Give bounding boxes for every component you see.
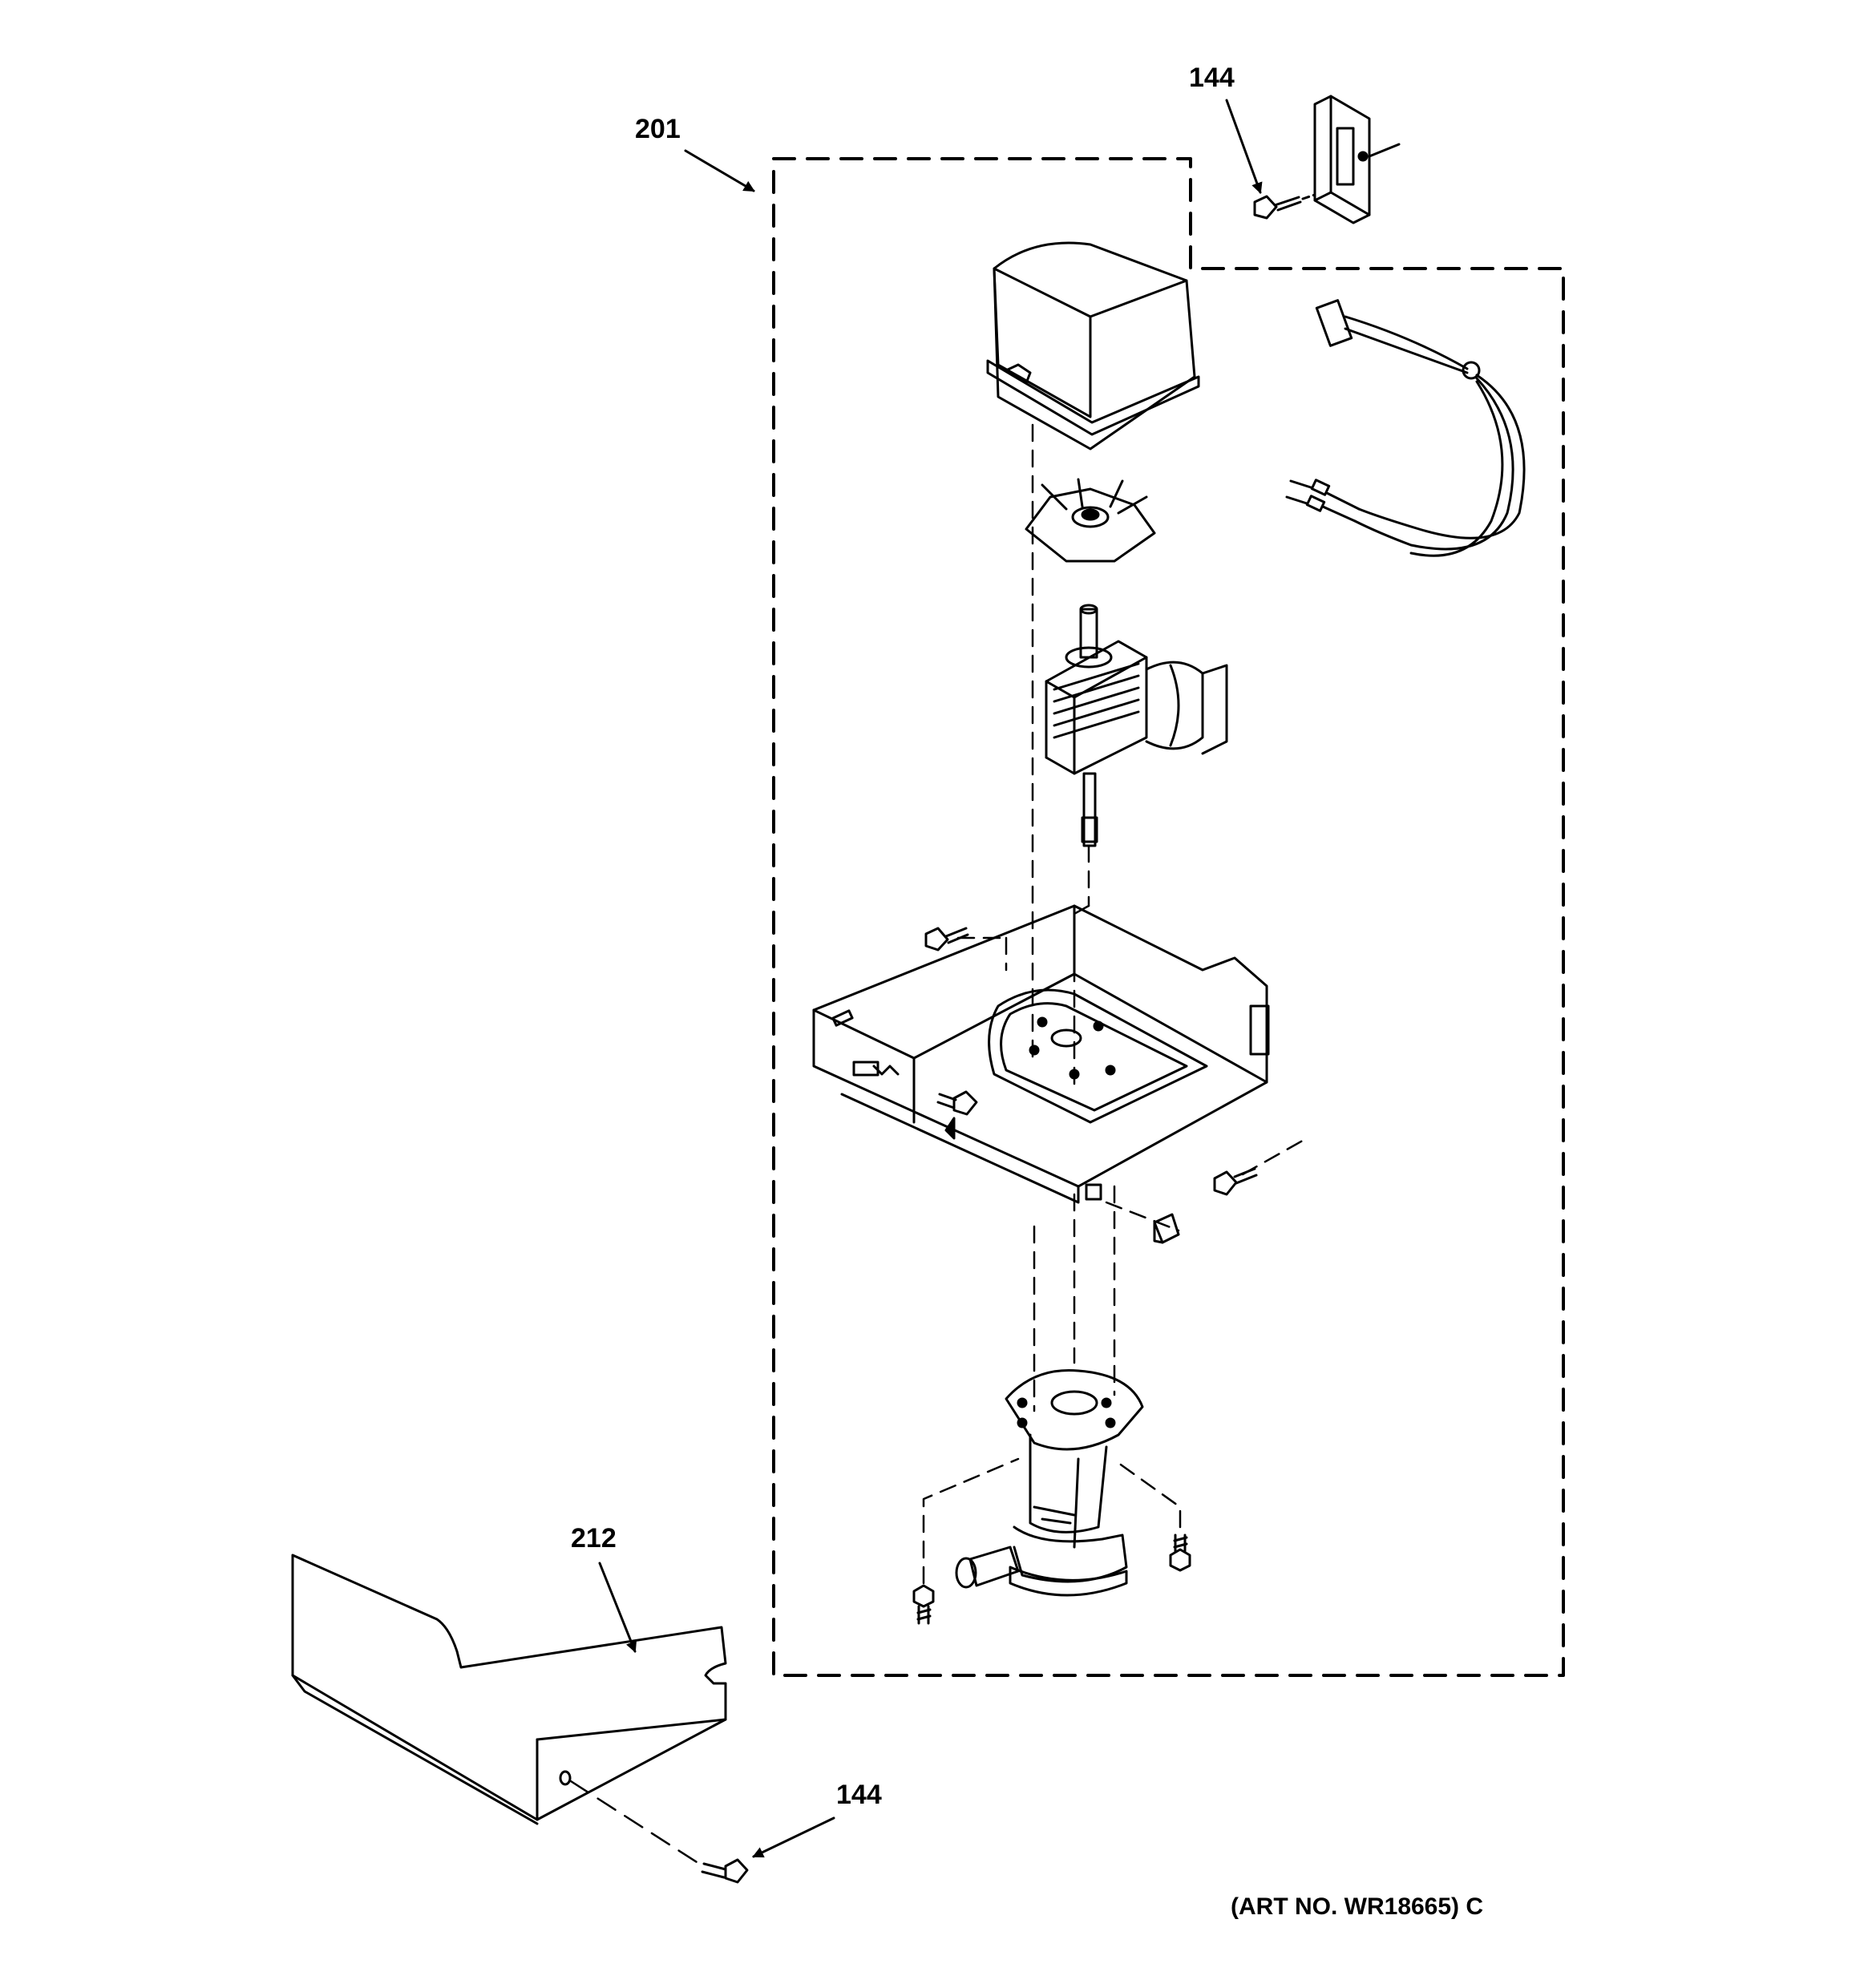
screw-144-bottom xyxy=(701,1858,749,1884)
clip xyxy=(1153,1213,1180,1244)
wire-harness xyxy=(1285,299,1526,557)
auger-screw-left xyxy=(912,1457,1020,1625)
callout-144-bottom: 144 xyxy=(836,1780,882,1810)
mounting-bracket xyxy=(1313,95,1401,224)
screw-plate-right xyxy=(1213,1167,1258,1196)
fan-blade xyxy=(1025,478,1156,563)
auger-housing xyxy=(955,1368,1144,1597)
auger-screw-right xyxy=(1117,1461,1191,1572)
fan-motor xyxy=(1045,604,1228,847)
leader-201 xyxy=(684,149,755,192)
screw-144-top xyxy=(1253,193,1316,220)
leader-212 xyxy=(598,1562,637,1653)
motor-cover xyxy=(986,241,1200,451)
cover-212 xyxy=(291,1554,727,1869)
callout-201: 201 xyxy=(635,114,681,144)
leader-144-top xyxy=(1225,99,1263,194)
callout-144-top: 144 xyxy=(1189,63,1235,93)
mounting-plate xyxy=(812,904,1270,1204)
leader-144-bottom xyxy=(752,1816,835,1858)
art-number: (ART NO. WR18665) C xyxy=(1231,1893,1484,1920)
screw-plate-left xyxy=(924,927,969,952)
callout-212: 212 xyxy=(571,1523,617,1554)
screw-plate-front xyxy=(936,1090,978,1140)
assembly-201-boundary xyxy=(772,157,1565,1677)
alignment-lines xyxy=(956,423,1308,1412)
